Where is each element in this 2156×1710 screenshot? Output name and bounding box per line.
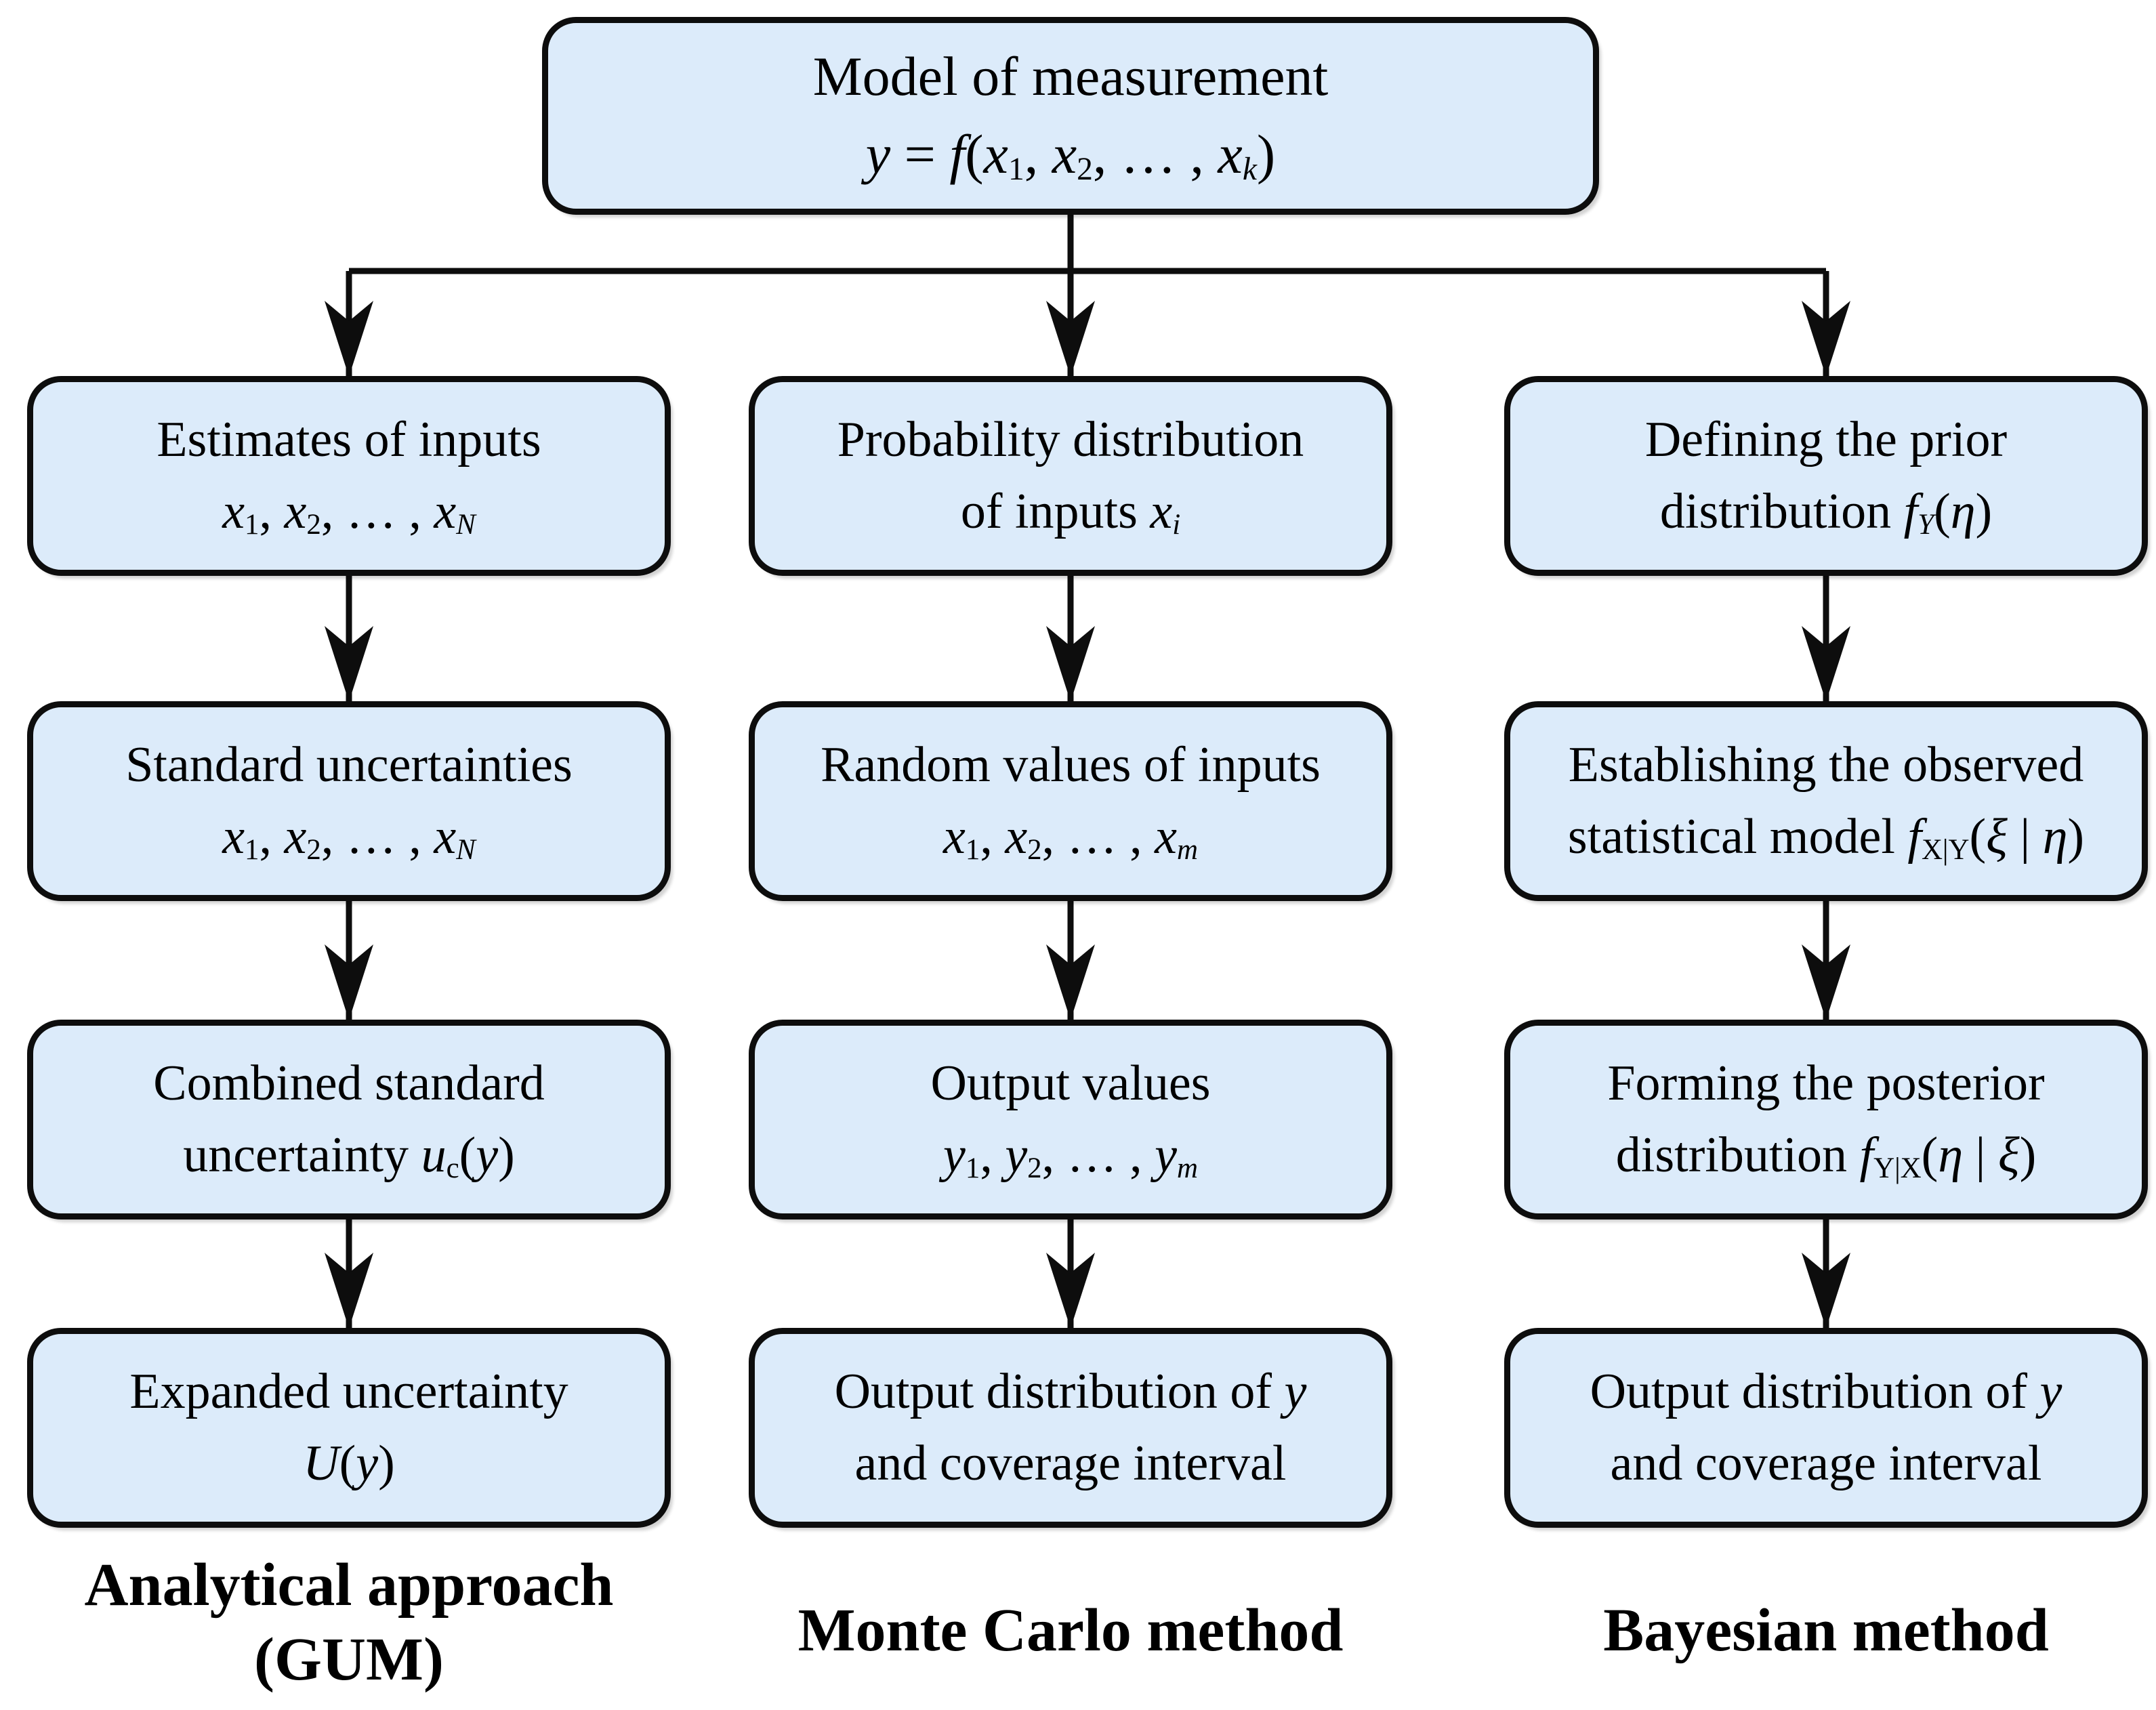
box-line: Probability distribution: [837, 412, 1304, 468]
box-line: Forming the posterior: [1607, 1056, 2045, 1112]
box-formula: distribution fY|X(η | ξ): [1615, 1127, 2037, 1184]
box-line: Random values of inputs: [821, 737, 1321, 793]
column-label-analytical-gum: Analytical approach(GUM): [84, 1551, 614, 1693]
box-line: Estimates of inputs: [157, 412, 541, 468]
box-combined-standard-uncertainty: Combined standard uncertainty uc(y): [27, 1020, 671, 1219]
box-line: Standard uncertainties: [125, 737, 573, 793]
box-formula: of inputs xi: [960, 483, 1181, 541]
box-expanded-uncertainty: Expanded uncertainty U(y): [27, 1328, 671, 1528]
box-probability-distribution-of-inputs: Probability distribution of inputs xi: [749, 376, 1392, 576]
column-label-bayesian: Bayesian method: [1603, 1597, 2049, 1664]
box-line: Model of measurement: [812, 45, 1329, 108]
box-observed-statistical-model: Establishing the observed statistical mo…: [1504, 701, 2148, 901]
box-random-values-of-inputs: Random values of inputs x1, x2, … , xm: [749, 701, 1392, 901]
box-output-values: Output values y1, y2, … , ym: [749, 1020, 1392, 1219]
box-formula: x1, x2, … , xm: [943, 808, 1198, 866]
box-line: and coverage interval: [854, 1435, 1287, 1491]
box-line: Combined standard: [153, 1056, 545, 1112]
box-formula: x1, x2, … , xN: [222, 808, 476, 866]
column-label-monte-carlo: Monte Carlo method: [797, 1597, 1344, 1664]
box-formula: x1, x2, … , xN: [222, 483, 476, 541]
box-line: Output distribution of y: [1590, 1364, 2062, 1420]
box-formula: U(y): [303, 1435, 395, 1491]
box-output-distribution-mc: Output distribution of y and coverage in…: [749, 1328, 1392, 1528]
box-formula: statistical model fX|Y(ξ | η): [1567, 808, 2085, 866]
box-line: Defining the prior: [1644, 412, 2008, 468]
box-prior-distribution: Defining the prior distribution fY(η): [1504, 376, 2148, 576]
box-formula: uncertainty uc(y): [183, 1127, 515, 1184]
box-line: Expanded uncertainty: [129, 1364, 568, 1420]
box-formula: y = f(x1, x2, … , xk): [865, 123, 1276, 188]
box-standard-uncertainties: Standard uncertainties x1, x2, … , xN: [27, 701, 671, 901]
box-model-of-measurement: Model of measurement y = f(x1, x2, … , x…: [542, 17, 1599, 215]
box-estimates-of-inputs: Estimates of inputs x1, x2, … , xN: [27, 376, 671, 576]
box-formula: y1, y2, … , ym: [943, 1127, 1198, 1184]
box-line: Establishing the observed: [1568, 737, 2084, 793]
box-output-distribution-bayes: Output distribution of y and coverage in…: [1504, 1328, 2148, 1528]
box-line: Output values: [930, 1056, 1211, 1112]
box-line: Output distribution of y: [834, 1364, 1307, 1420]
box-formula: distribution fY(η): [1659, 483, 1993, 541]
box-line: and coverage interval: [1610, 1435, 2042, 1491]
box-posterior-distribution: Forming the posterior distribution fY|X(…: [1504, 1020, 2148, 1219]
